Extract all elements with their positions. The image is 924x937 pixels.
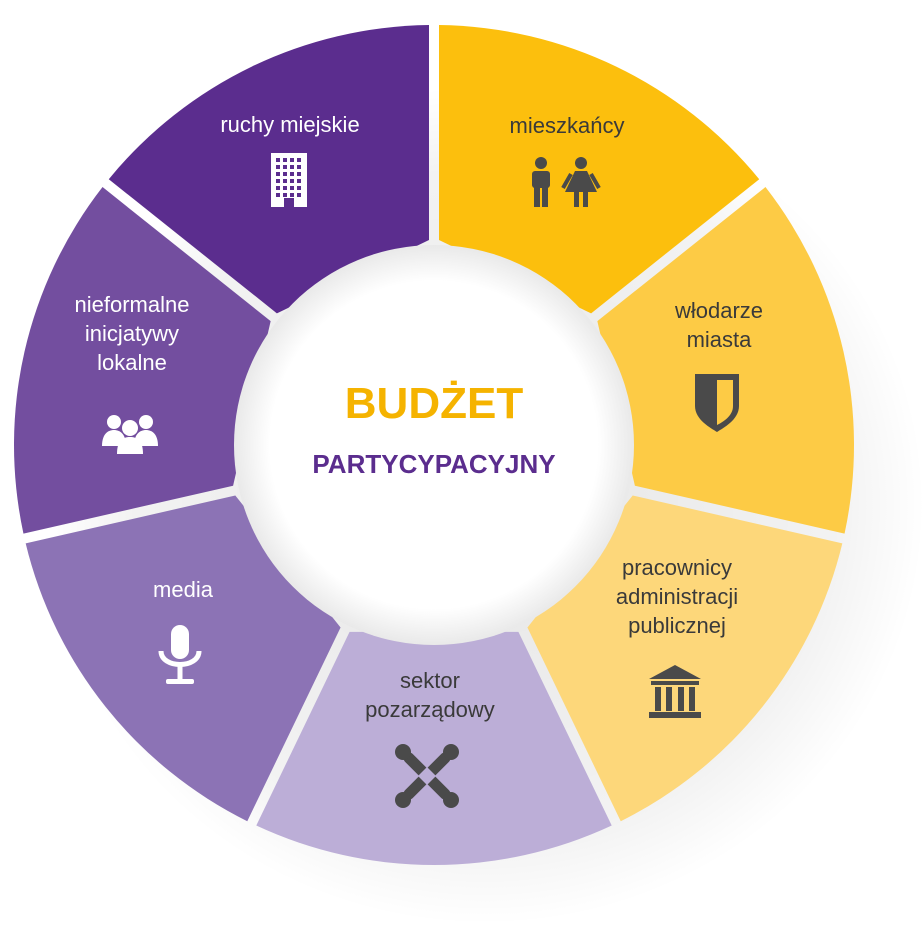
segment-label-line: miasta	[687, 327, 753, 352]
microphone-icon	[158, 625, 202, 684]
segment-label-ruchy: ruchy miejskie	[220, 112, 359, 137]
people-icon	[532, 157, 601, 207]
segment-label-line: pracownicy	[622, 555, 732, 580]
group-icon	[102, 415, 158, 454]
office-building-icon	[271, 153, 307, 207]
segment-mieszkancy	[438, 25, 760, 314]
segment-label-mieszkancy: mieszkańcy	[510, 113, 625, 138]
ring-segments	[14, 25, 855, 865]
segment-ruchy	[108, 25, 430, 314]
segment-label-media: media	[153, 577, 214, 602]
segment-label-line: media	[153, 577, 214, 602]
segment-label-pracownicy: pracownicy administracji publicznej	[616, 555, 738, 638]
segment-label-line: ruchy miejskie	[220, 112, 359, 137]
segment-pracownicy	[527, 495, 843, 822]
government-building-icon	[649, 665, 701, 718]
segment-label-line: mieszkańcy	[510, 113, 625, 138]
center-title: BUDŻET	[345, 379, 524, 428]
shield-icon	[695, 374, 739, 432]
segment-nieformalne	[14, 187, 271, 534]
segment-label-wlodarze: włodarze miasta	[674, 298, 763, 352]
segment-sektor	[256, 631, 612, 865]
segment-label-nieformalne: nieformalne inicjatywy lokalne	[75, 292, 190, 375]
segment-label-line: włodarze	[674, 298, 763, 323]
segment-icons	[102, 153, 739, 808]
joomla-icon	[395, 744, 459, 808]
segment-label-line: inicjatywy	[85, 321, 179, 346]
segment-label-line: sektor	[400, 668, 460, 693]
segment-label-line: nieformalne	[75, 292, 190, 317]
segment-label-line: publicznej	[628, 613, 726, 638]
center-disc	[234, 245, 634, 645]
center-subtitle: PARTYCYPACYJNY	[312, 449, 555, 479]
segment-labels: mieszkańcy włodarze miasta pracownicy admini…	[75, 112, 764, 722]
segment-label-line: administracji	[616, 584, 738, 609]
segment-label-sektor: sektor pozarządowy	[365, 668, 495, 722]
segment-label-line: pozarządowy	[365, 697, 495, 722]
segment-wlodarze	[597, 187, 855, 534]
segment-label-line: lokalne	[97, 350, 167, 375]
